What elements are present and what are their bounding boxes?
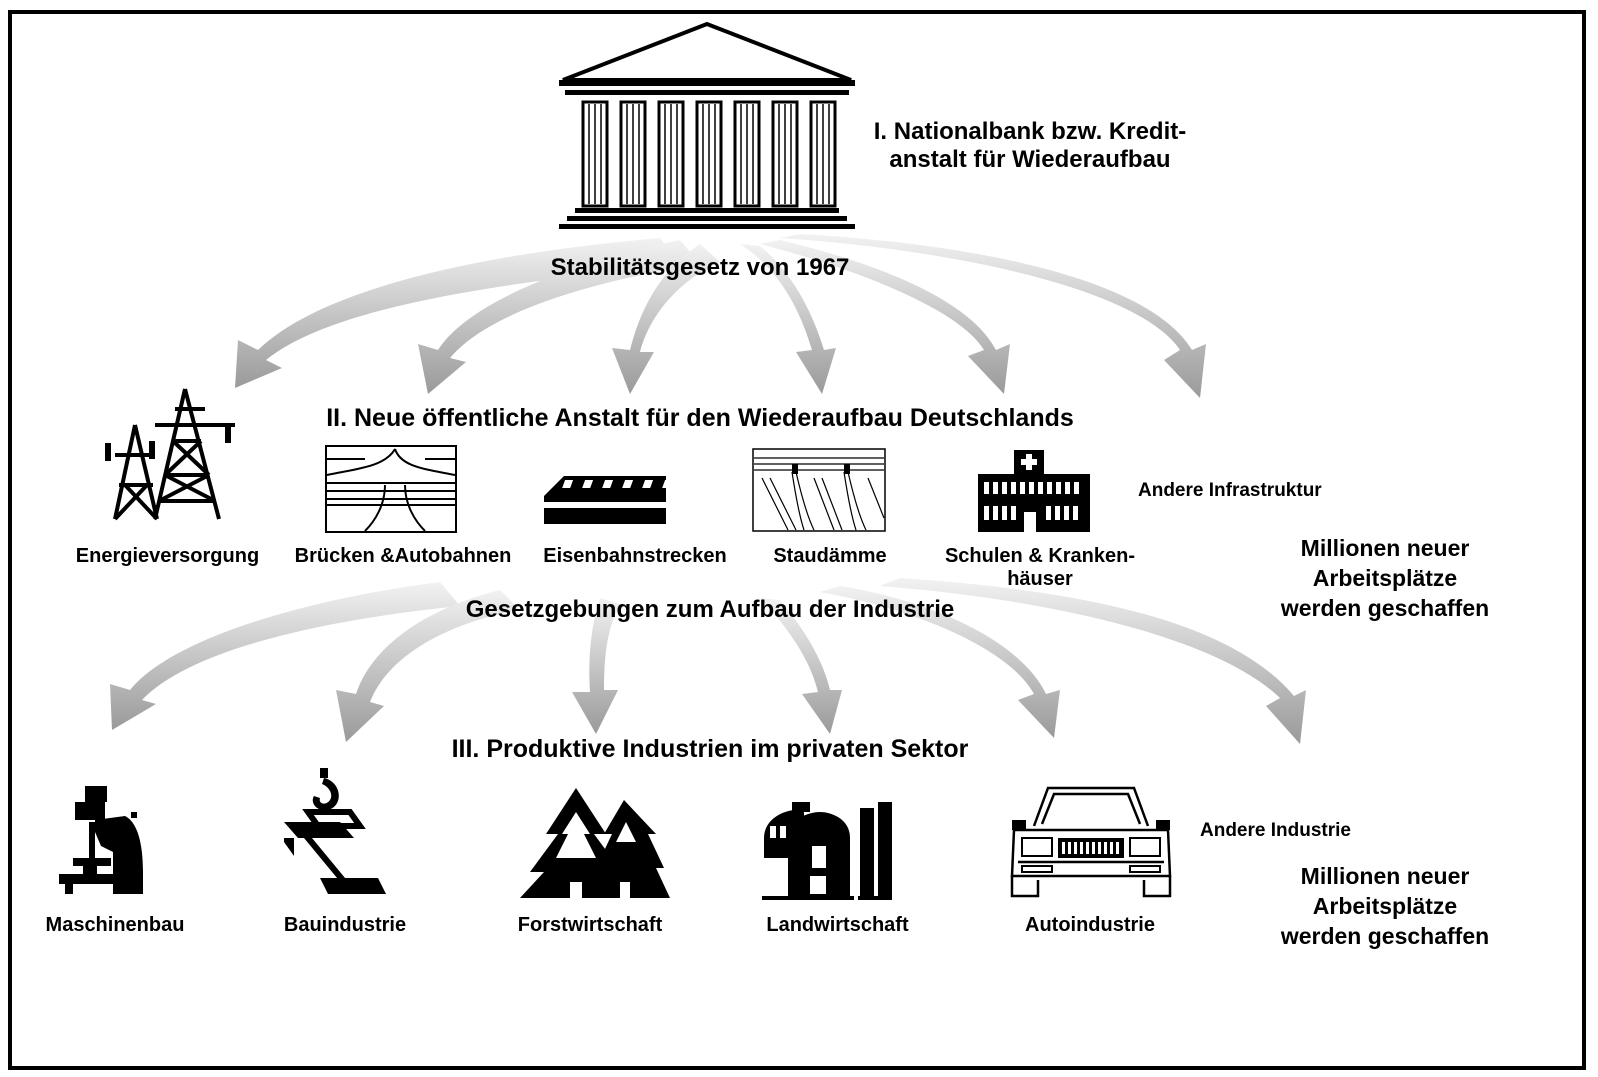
level2-jobs-line1: Millionen neuer xyxy=(1300,535,1470,561)
label-maschinenbau: Maschinenbau xyxy=(45,914,185,936)
arrow-1-2 xyxy=(418,240,700,394)
arrow-2-1 xyxy=(110,582,460,730)
crane-hook-beam-icon xyxy=(284,768,386,894)
law1-label: Stabilitätsgesetz von 1967 xyxy=(550,254,850,281)
label-landwirtschaft: Landwirtschaft xyxy=(766,914,909,936)
arrow-2-3 xyxy=(572,598,620,734)
label-bruecken-autobahnen: Brücken &Autobahnen xyxy=(294,545,512,567)
label-schulen-line1: Schulen & Kranken- xyxy=(944,545,1136,567)
pine-trees-icon xyxy=(520,788,670,898)
upper-arrow-fan xyxy=(235,234,1206,398)
level1-line1: I. Nationalbank bzw. Kredit- xyxy=(873,118,1187,145)
label-schulen-line2: häuser xyxy=(1007,568,1073,590)
drill-press-icon xyxy=(59,786,143,894)
level1-line2: anstalt für Wiederaufbau xyxy=(889,146,1171,173)
label-staudaemme: Staudämme xyxy=(773,545,887,567)
arrow-2-4 xyxy=(760,598,842,734)
level3-title: III. Produktive Industrien im privaten S… xyxy=(451,735,969,763)
dam-icon xyxy=(752,448,886,532)
other-industry-label: Andere Industrie xyxy=(1200,820,1351,841)
level3-jobs-line1: Millionen neuer xyxy=(1300,863,1470,889)
level3-jobs-text: Millionen neuer Arbeitsplätze werden ges… xyxy=(1265,861,1505,951)
power-pylon-icon xyxy=(105,388,235,521)
arrow-1-3 xyxy=(612,244,720,394)
railway-track-icon xyxy=(544,476,668,524)
level3-jobs-line3: werden geschaffen xyxy=(1280,923,1490,949)
label-forstwirtschaft: Forstwirtschaft xyxy=(517,914,663,936)
level3-jobs-line2: Arbeitsplätze xyxy=(1312,893,1458,919)
lower-arrow-fan xyxy=(110,578,1306,744)
label-autoindustrie: Autoindustrie xyxy=(1025,914,1155,936)
arrow-1-5 xyxy=(760,240,1010,394)
level2-jobs-text: Millionen neuer Arbeitsplätze werden ges… xyxy=(1265,533,1505,623)
car-icon xyxy=(1010,786,1172,898)
arrow-2-6 xyxy=(880,578,1306,744)
hospital-icon xyxy=(978,450,1090,532)
level2-jobs-line2: Arbeitsplätze xyxy=(1312,565,1458,591)
label-eisenbahnstrecken: Eisenbahnstrecken xyxy=(543,545,727,567)
bank-building-icon xyxy=(559,21,855,229)
label-energieversorgung: Energieversorgung xyxy=(75,545,260,567)
label-bauindustrie: Bauindustrie xyxy=(283,914,407,936)
level2-jobs-line3: werden geschaffen xyxy=(1280,595,1490,621)
level1-title: I. Nationalbank bzw. Kredit- anstalt für… xyxy=(860,118,1200,174)
arrow-2-5 xyxy=(820,586,1060,738)
highway-interchange-icon xyxy=(325,445,457,533)
label-schulen-krankenhaeuser: Schulen & Kranken- häuser xyxy=(930,545,1150,591)
farm-barn-silo-icon xyxy=(762,802,892,900)
other-infrastructure-label: Andere Infrastruktur xyxy=(1138,480,1322,501)
level2-title: II. Neue öffentliche Anstalt für den Wie… xyxy=(326,404,1074,432)
arrow-2-2 xyxy=(336,590,520,742)
law2-label: Gesetzgebungen zum Aufbau der Industrie xyxy=(465,596,955,623)
arrow-1-4 xyxy=(740,244,836,394)
